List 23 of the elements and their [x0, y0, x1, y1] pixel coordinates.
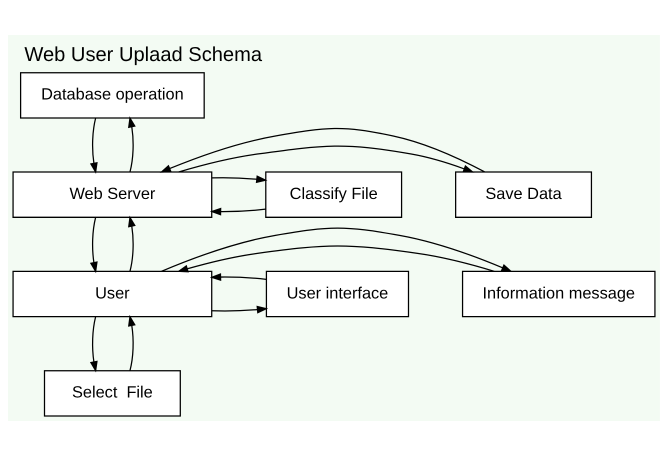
arrow: [161, 228, 513, 272]
arrow: [212, 306, 268, 314]
node-box: Select File: [44, 370, 181, 417]
node-box: Classify File: [265, 171, 402, 218]
diagram-title: Web User Uplaad Schema: [24, 44, 262, 66]
arrow: [128, 116, 136, 172]
node-box: Database operation: [20, 72, 205, 119]
arrow: [178, 145, 474, 173]
arrow: [212, 175, 268, 184]
arrow: [210, 208, 266, 216]
arrow: [176, 245, 494, 272]
node-box: Save Data: [455, 171, 592, 218]
arrow: [90, 316, 98, 373]
arrow: [128, 216, 136, 272]
node-box: User: [12, 270, 212, 318]
node-box: Information message: [462, 270, 656, 318]
node-box: Web Server: [12, 171, 212, 218]
arrow: [160, 128, 485, 173]
arrow: [210, 273, 266, 281]
arrow: [90, 118, 98, 174]
node-box: User interface: [266, 270, 410, 318]
arrow: [90, 217, 98, 274]
arrow: [128, 314, 136, 371]
